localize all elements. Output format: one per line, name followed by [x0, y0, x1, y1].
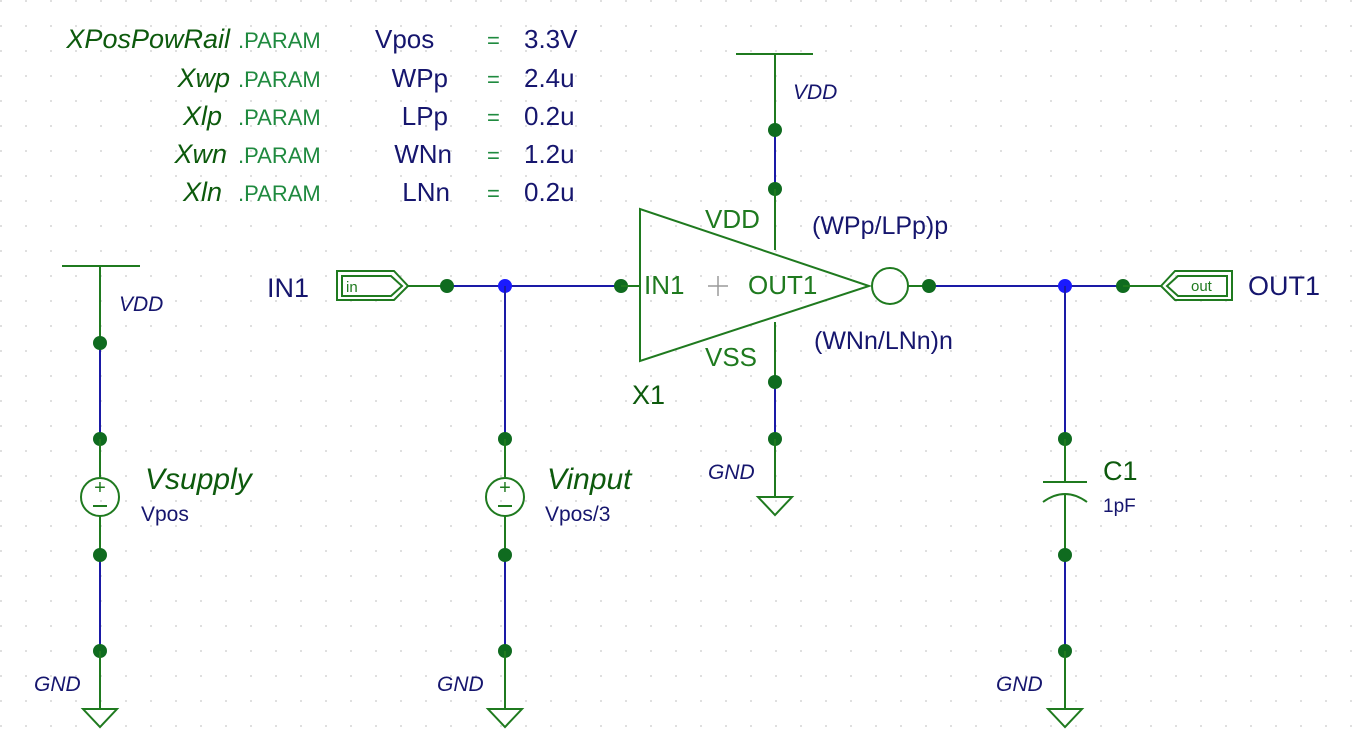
in1-net-label: IN1 [267, 273, 309, 303]
vdd-net-label: VDD [119, 293, 163, 316]
param-name: Xlp [182, 101, 222, 131]
param-equals: = [487, 143, 500, 168]
pin-dot [93, 548, 107, 562]
port-outline [1159, 270, 1233, 301]
vsupply-branch[interactable]: VDD + Vsupply Vpos GND [34, 265, 254, 729]
pin-label-in: IN1 [644, 270, 684, 300]
param-variable: WPp [392, 63, 448, 93]
param-keyword: .PARAM [238, 143, 321, 168]
param-row[interactable]: Xlp .PARAM LPp = 0.2u [182, 101, 575, 131]
pin-dot [768, 123, 782, 137]
gnd-net-label: GND [437, 673, 484, 696]
port-inner [1165, 275, 1228, 297]
pin-label-vdd: VDD [705, 204, 760, 234]
vdd-net-label: VDD [793, 81, 837, 104]
param-variable: LNn [402, 177, 450, 207]
input-port[interactable]: IN1 in [267, 270, 410, 303]
param-keyword: .PARAM [238, 67, 321, 92]
param-name: Xwp [176, 63, 230, 93]
vsupply-value: Vpos [141, 503, 189, 526]
param-equals: = [487, 105, 500, 130]
param-name: Xln [182, 177, 222, 207]
param-name: XPosPowRail [65, 24, 231, 54]
nmos-size-label: (WNn/LNn)n [814, 327, 953, 355]
capacitor-name: C1 [1103, 456, 1138, 486]
pin-dot [768, 375, 782, 389]
vinput-name: Vinput [547, 463, 633, 496]
param-value: 0.2u [524, 177, 575, 207]
param-row[interactable]: XPosPowRail .PARAM Vpos = 3.3V [65, 24, 578, 54]
param-value: 3.3V [524, 24, 578, 54]
param-equals: = [487, 181, 500, 206]
param-variable: Vpos [375, 24, 434, 54]
param-row[interactable]: Xln .PARAM LNn = 0.2u [182, 177, 575, 207]
param-keyword: .PARAM [238, 181, 321, 206]
output-port[interactable]: out OUT1 [1159, 270, 1320, 301]
param-value: 2.4u [524, 63, 575, 93]
param-equals: = [487, 28, 500, 53]
vinput-branch[interactable]: + Vinput Vpos/3 GND [437, 286, 633, 729]
pin-label-out: OUT1 [748, 270, 817, 300]
inverter-ref: X1 [632, 380, 665, 410]
plus-icon: + [94, 477, 106, 499]
port-tag: out [1191, 278, 1213, 295]
pmos-size-label: (WPp/LPp)p [812, 212, 948, 240]
param-keyword: .PARAM [238, 105, 321, 130]
capacitor-c1[interactable]: C1 1pF GND [996, 286, 1138, 729]
plus-icon: + [499, 477, 511, 499]
port-tag: in [346, 279, 358, 296]
pin-dot [498, 548, 512, 562]
capacitor-value: 1pF [1103, 496, 1136, 517]
ground-symbol-icon [1045, 708, 1085, 729]
gnd-net-label: GND [708, 461, 755, 484]
gnd-net-label: GND [34, 673, 81, 696]
param-block: XPosPowRail .PARAM Vpos = 3.3V Xwp .PARA… [65, 24, 578, 207]
param-row[interactable]: Xwn .PARAM WNn = 1.2u [173, 139, 574, 169]
param-value: 0.2u [524, 101, 575, 131]
out1-net-label: OUT1 [1248, 271, 1320, 301]
param-row[interactable]: Xwp .PARAM WPp = 2.4u [176, 63, 574, 93]
gnd-net-label: GND [996, 673, 1043, 696]
port-outline [336, 270, 410, 301]
param-variable: WNn [394, 139, 452, 169]
pin-dot [440, 279, 454, 293]
param-keyword: .PARAM [238, 28, 321, 53]
pin-dot [93, 336, 107, 350]
ground-symbol-icon [80, 708, 120, 729]
pin-dot [922, 279, 936, 293]
param-equals: = [487, 67, 500, 92]
pin-dot [1058, 548, 1072, 562]
param-variable: LPp [402, 101, 448, 131]
vsupply-name: Vsupply [145, 463, 254, 496]
vinput-value: Vpos/3 [545, 503, 610, 526]
ground-symbol-icon [485, 708, 525, 729]
param-name: Xwn [173, 139, 227, 169]
param-value: 1.2u [524, 139, 575, 169]
port-inner [341, 275, 404, 297]
ground-symbol-icon [755, 496, 795, 517]
pin-label-vss: VSS [705, 342, 757, 372]
